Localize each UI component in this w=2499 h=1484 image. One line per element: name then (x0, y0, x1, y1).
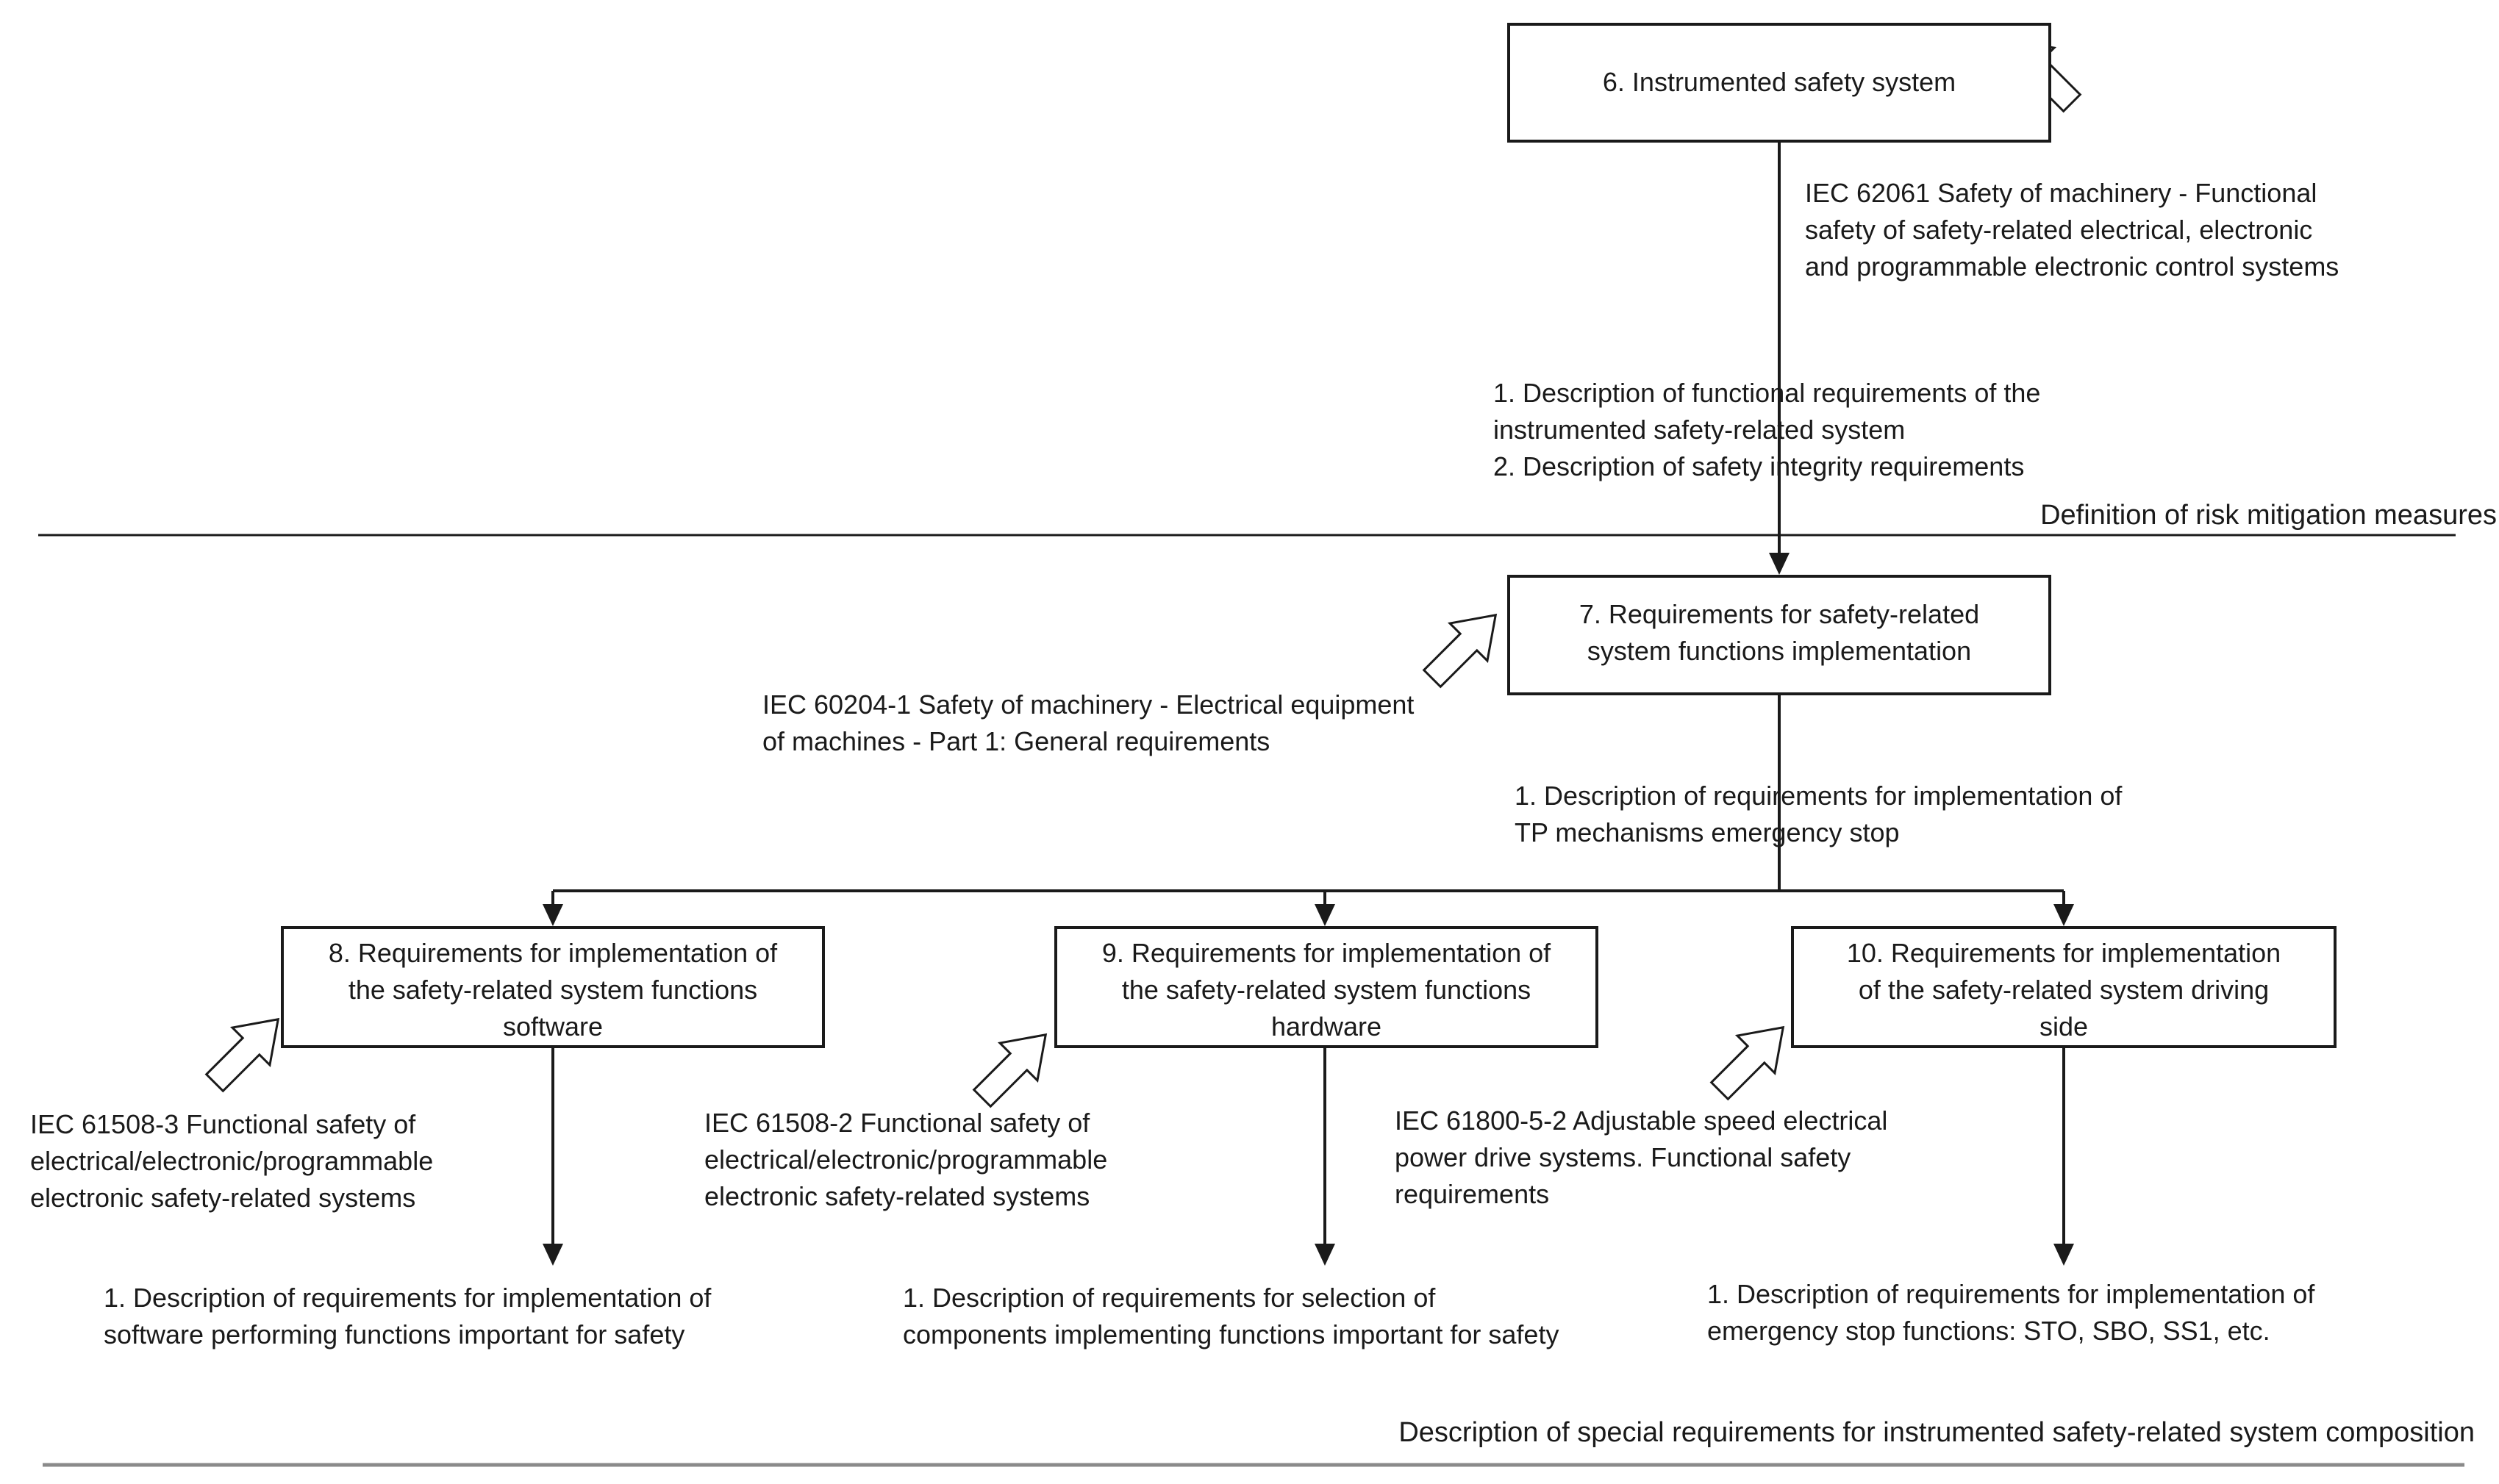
hollow-arrow-iec61508-3 (204, 1017, 280, 1093)
arrowhead-output-9 (1315, 1244, 1335, 1266)
description-box8-output: 1. Description of requirements for imple… (104, 1280, 711, 1353)
box-requirements-driving-side: 10. Requirements for implementation of t… (1791, 926, 2337, 1048)
box7-line-2: system functions implementation (1587, 636, 1972, 666)
box-requirements-implementation: 7. Requirements for safety-related syste… (1507, 575, 2051, 695)
arrowhead-to-box7 (1769, 553, 1790, 575)
section-label-special-requirements: Description of special requirements for … (1398, 1417, 2475, 1448)
hollow-arrow-iec61800 (1709, 1025, 1785, 1101)
d9-line-1: 1. Description of requirements for selec… (903, 1283, 1436, 1313)
box-requirements-hardware: 9. Requirements for implementation of th… (1054, 926, 1598, 1048)
iec62061-line-3: and programmable electronic control syst… (1805, 251, 2339, 282)
box10-line-1: 10. Requirements for implementation (1846, 938, 2281, 968)
d6-line-1: 1. Description of functional requirement… (1493, 378, 2041, 408)
box7-line-1: 7. Requirements for safety-related (1579, 599, 1980, 629)
arrowhead-output-8 (543, 1244, 563, 1266)
d9-line-2: components implementing functions import… (903, 1319, 1559, 1349)
d10-line-2: emergency stop functions: STO, SBO, SS1,… (1707, 1316, 2270, 1346)
iec61800-line-1: IEC 61800-5-2 Adjustable speed electrica… (1395, 1105, 1888, 1136)
box10-line-2: of the safety-related system driving (1858, 975, 2270, 1005)
iec61508-2-line-3: electronic safety-related systems (704, 1181, 1090, 1211)
box9-line-3: hardware (1270, 1011, 1382, 1042)
d7-line-1: 1. Description of requirements for imple… (1515, 781, 2123, 811)
d6-line-2: instrumented safety-related system (1493, 415, 1906, 445)
standard-iec61800-5-2: IEC 61800-5-2 Adjustable speed electrica… (1395, 1103, 1887, 1213)
hollow-arrow-iec61508-2 (972, 1033, 1048, 1108)
box-requirements-software: 8. Requirements for implementation of th… (281, 926, 825, 1048)
description-box9-output: 1. Description of requirements for selec… (903, 1280, 1559, 1353)
description-box7-output: 1. Description of requirements for imple… (1515, 778, 2122, 851)
iec61508-3-line-3: electronic safety-related systems (30, 1183, 416, 1213)
box9-line-1: 9. Requirements for implementation of (1101, 938, 1551, 968)
arrowhead-output-10 (2053, 1244, 2074, 1266)
iec61508-2-line-2: electrical/electronic/programmable (704, 1144, 1108, 1175)
box10-line-3: side (2039, 1011, 2089, 1042)
iec61508-3-line-2: electrical/electronic/programmable (30, 1146, 434, 1176)
iec60204-line-1: IEC 60204-1 Safety of machinery - Electr… (762, 689, 1415, 720)
iec61508-3-line-1: IEC 61508-3 Functional safety of (30, 1109, 416, 1139)
hollow-arrow-iec60204 (1422, 613, 1498, 689)
iec61508-2-line-1: IEC 61508-2 Functional safety of (704, 1108, 1090, 1138)
standard-iec60204-1: IEC 60204-1 Safety of machinery - Electr… (762, 687, 1414, 760)
box-instrumented-safety-system: 6. Instrumented safety system (1507, 23, 2051, 143)
description-box10-output: 1. Description of requirements for imple… (1707, 1276, 2314, 1349)
arrowhead-to-box9 (1315, 904, 1335, 926)
description-box6-output: 1. Description of functional requirement… (1493, 375, 2040, 485)
standard-iec61508-3: IEC 61508-3 Functional safety of electri… (30, 1106, 433, 1216)
d8-line-1: 1. Description of requirements for imple… (104, 1283, 712, 1313)
d10-line-1: 1. Description of requirements for imple… (1707, 1279, 2315, 1309)
iec62061-line-1: IEC 62061 Safety of machinery - Function… (1805, 178, 2317, 208)
d6-line-3: 2. Description of safety integrity requi… (1493, 451, 2025, 481)
box8-line-1: 8. Requirements for implementation of (328, 938, 778, 968)
standard-iec62061: IEC 62061 Safety of machinery - Function… (1805, 175, 2339, 285)
box8-line-3: software (502, 1011, 604, 1042)
box6-line-1: 6. Instrumented safety system (1602, 67, 1956, 97)
iec61800-line-2: power drive systems. Functional safety (1395, 1142, 1851, 1172)
iec61800-line-3: requirements (1395, 1179, 1550, 1209)
arrowhead-to-box8 (543, 904, 563, 926)
standard-iec61508-2: IEC 61508-2 Functional safety of electri… (704, 1105, 1107, 1215)
section-label-risk-mitigation: Definition of risk mitigation measures (2040, 500, 2497, 531)
box9-line-2: the safety-related system functions (1121, 975, 1531, 1005)
d8-line-2: software performing functions important … (104, 1319, 685, 1349)
box8-line-2: the safety-related system functions (348, 975, 758, 1005)
arrowhead-to-box10 (2053, 904, 2074, 926)
iec60204-line-2: of machines - Part 1: General requiremen… (762, 726, 1270, 756)
d7-line-2: TP mechanisms emergency stop (1515, 817, 1900, 847)
iec62061-line-2: safety of safety-related electrical, ele… (1805, 215, 2313, 245)
